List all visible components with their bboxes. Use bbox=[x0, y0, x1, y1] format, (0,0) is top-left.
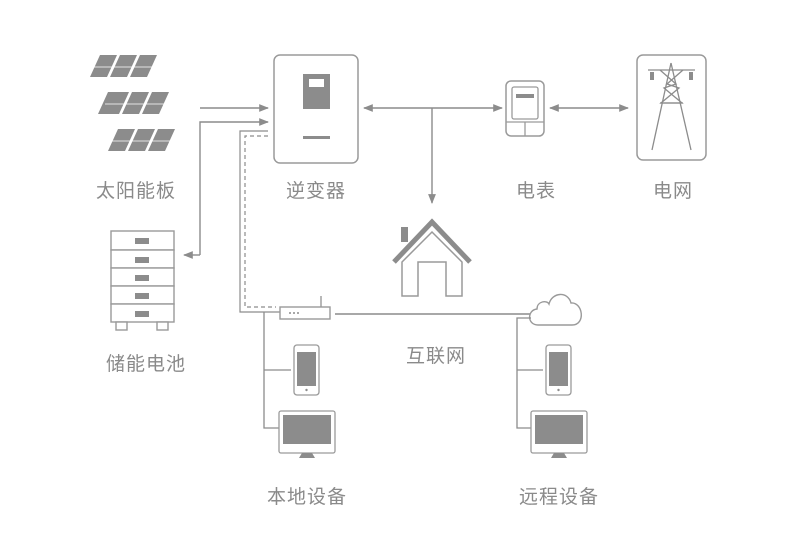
meter-label: 电表 bbox=[515, 180, 557, 202]
solar-panel-icon bbox=[90, 55, 175, 151]
local-phone-icon bbox=[293, 344, 320, 396]
local-monitor-icon bbox=[278, 410, 336, 458]
remote-monitor-icon bbox=[530, 410, 588, 458]
power-tower-icon bbox=[636, 54, 707, 161]
comm-link-solid bbox=[239, 130, 280, 313]
internet-label: 互联网 bbox=[405, 345, 467, 367]
house-icon bbox=[392, 218, 472, 297]
battery-stack-icon bbox=[110, 230, 175, 331]
remote-tree-line bbox=[516, 317, 532, 429]
battery-label: 储能电池 bbox=[105, 353, 187, 375]
inverter-label: 逆变器 bbox=[285, 180, 347, 202]
solar-label: 太阳能板 bbox=[95, 180, 177, 202]
battery-inverter-link bbox=[199, 118, 269, 255]
cloud-icon bbox=[528, 293, 582, 326]
comm-link-dashed bbox=[244, 135, 276, 308]
meter-icon bbox=[505, 80, 545, 137]
local-devices-label: 本地设备 bbox=[266, 486, 348, 508]
inverter-icon bbox=[273, 54, 359, 164]
router-icon bbox=[279, 296, 331, 320]
grid-label: 电网 bbox=[652, 180, 694, 202]
local-tree-line bbox=[263, 312, 280, 429]
remote-devices-label: 远程设备 bbox=[518, 486, 600, 508]
remote-phone-icon bbox=[545, 344, 572, 396]
